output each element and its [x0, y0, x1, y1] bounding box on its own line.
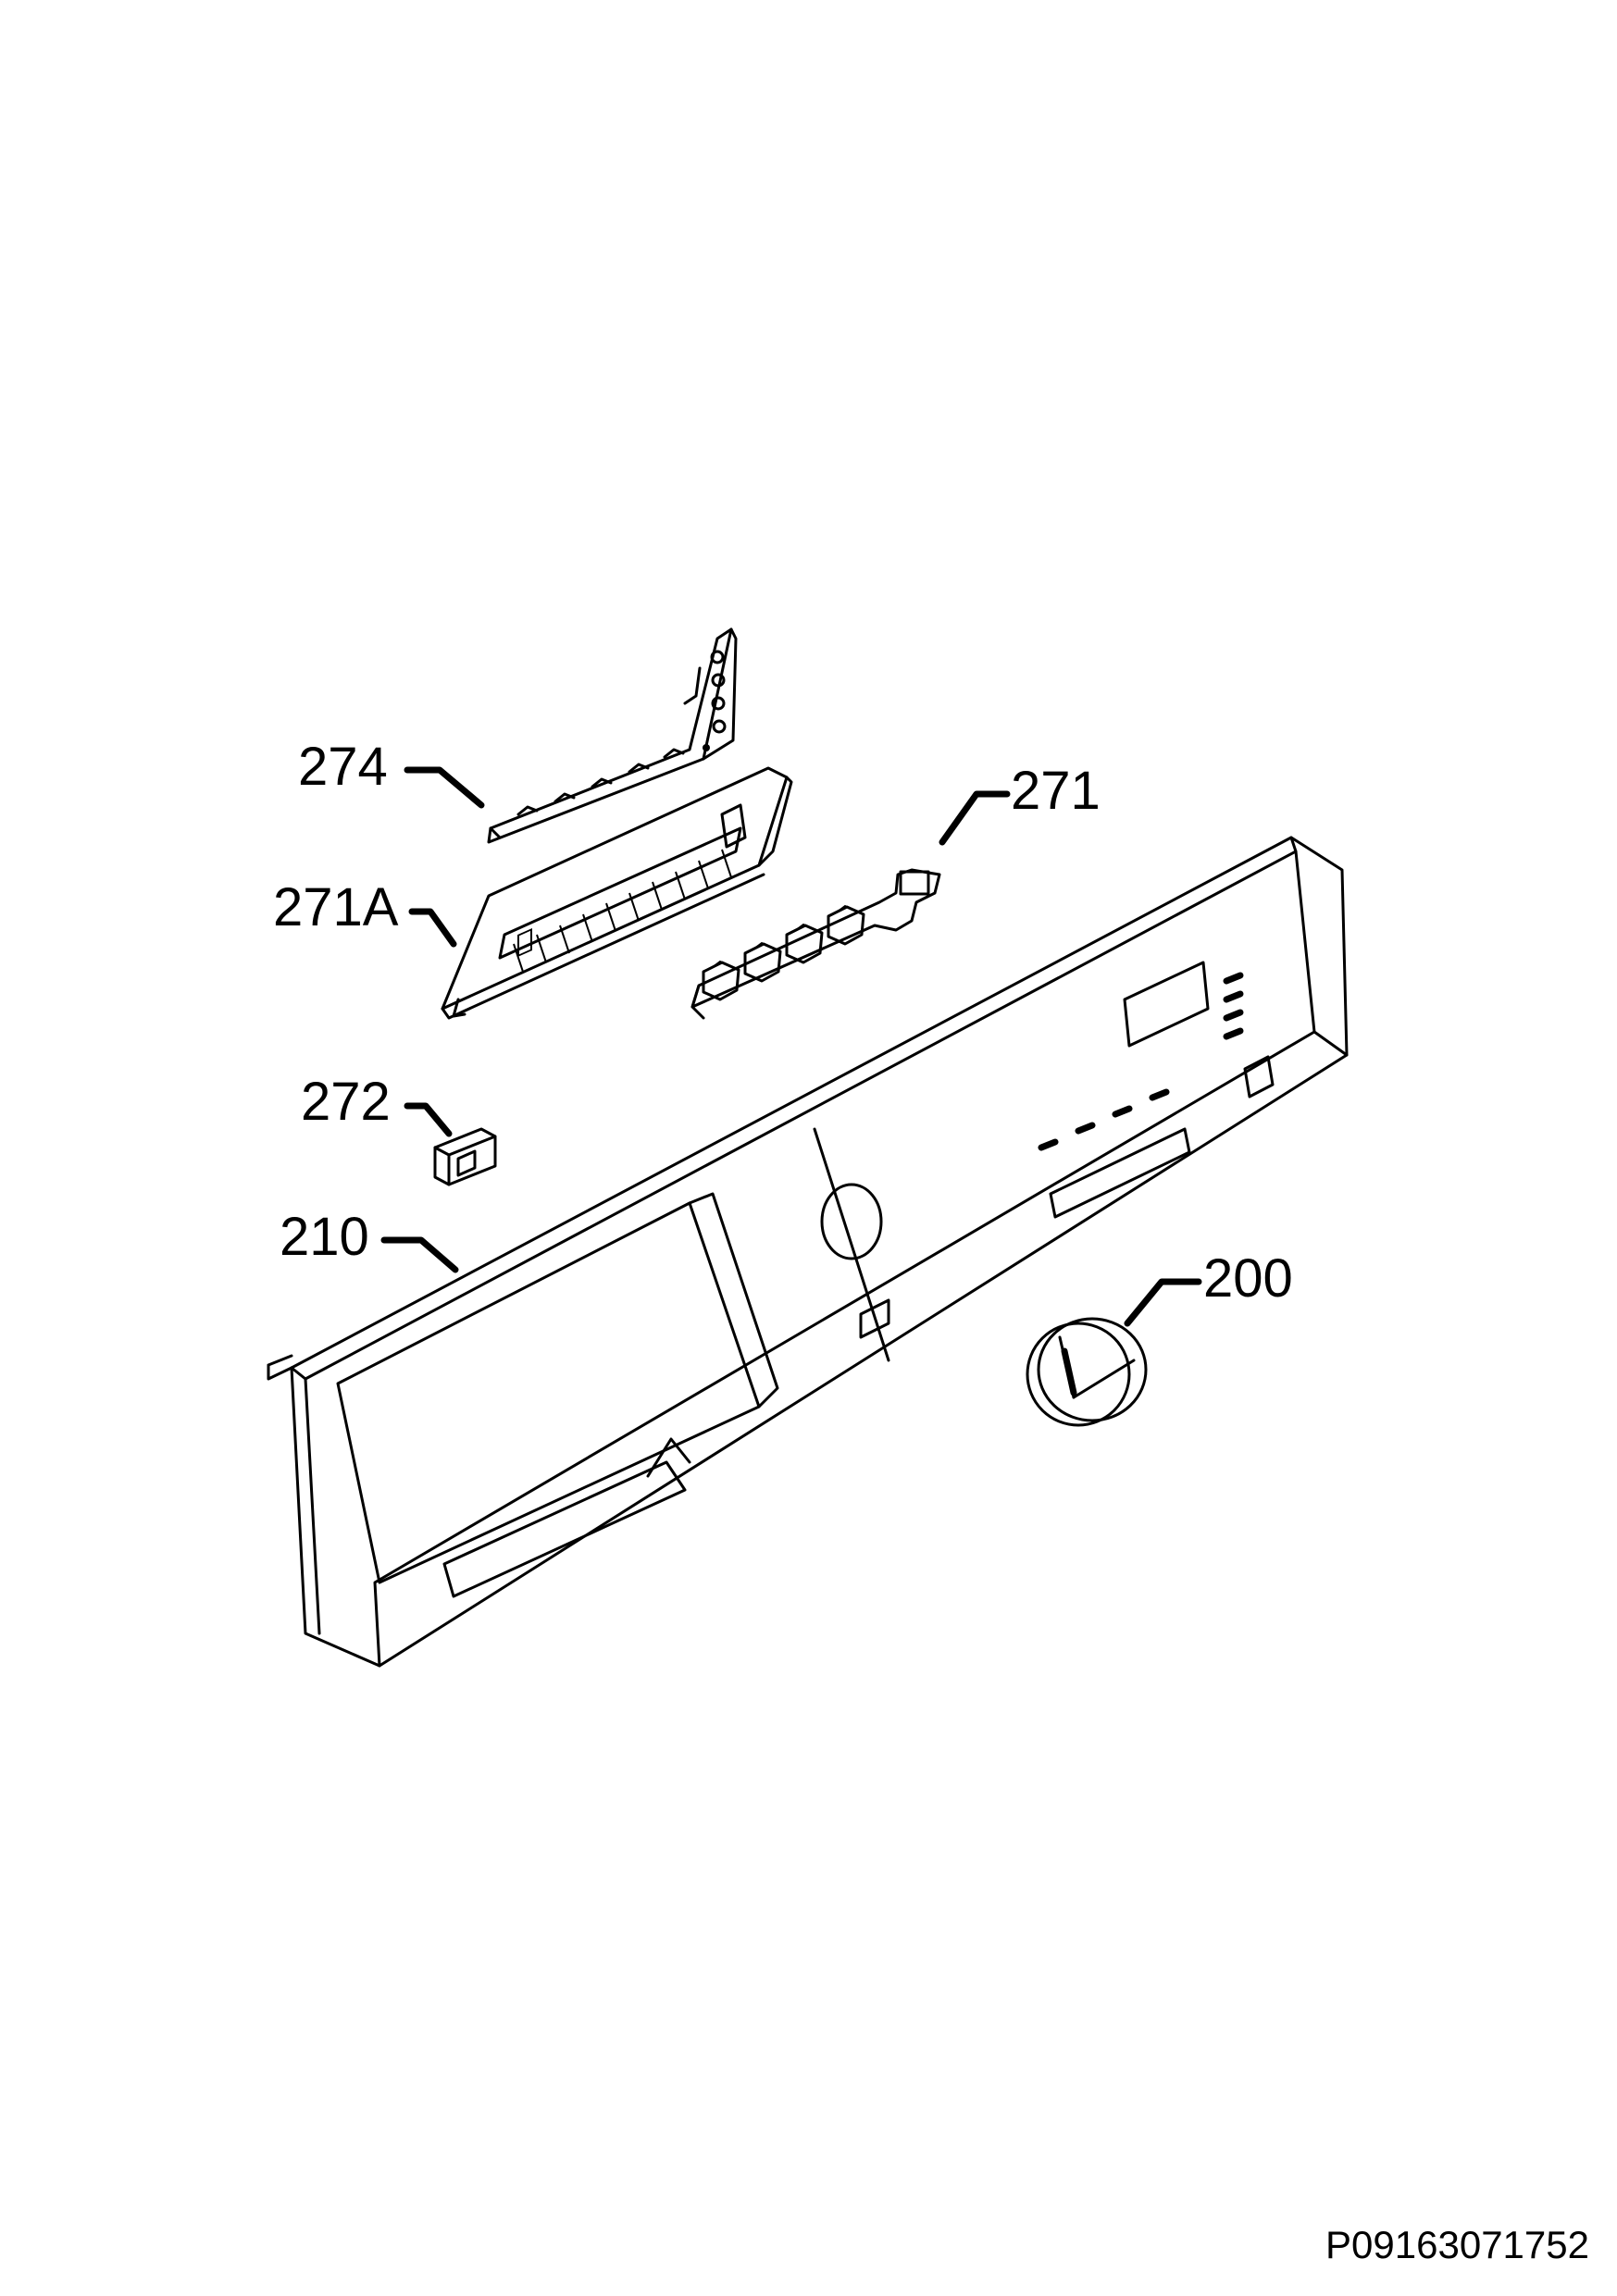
document-code: P09163071752	[1325, 2223, 1589, 2266]
label-part-271: 271	[1011, 761, 1101, 821]
label-part-210: 210	[280, 1207, 369, 1267]
leader-271A	[408, 908, 457, 948]
part-200-knob	[1026, 1317, 1148, 1427]
part-274-bracket	[487, 627, 738, 844]
part-271A-keyboard	[441, 766, 793, 1020]
leader-272	[404, 1102, 453, 1137]
label-part-271A: 271A	[273, 877, 399, 937]
leader-271	[939, 790, 1011, 846]
label-part-272: 272	[301, 1072, 391, 1132]
label-part-200: 200	[1203, 1248, 1293, 1309]
leader-200	[1124, 1278, 1202, 1327]
leader-lines	[380, 766, 1202, 1327]
part-272-switch	[433, 1127, 497, 1186]
part-210-control-panel	[267, 836, 1349, 1668]
part-271-switch-set	[690, 868, 941, 1020]
leader-210	[380, 1236, 459, 1273]
leader-274	[404, 766, 485, 809]
label-part-274: 274	[298, 737, 388, 797]
